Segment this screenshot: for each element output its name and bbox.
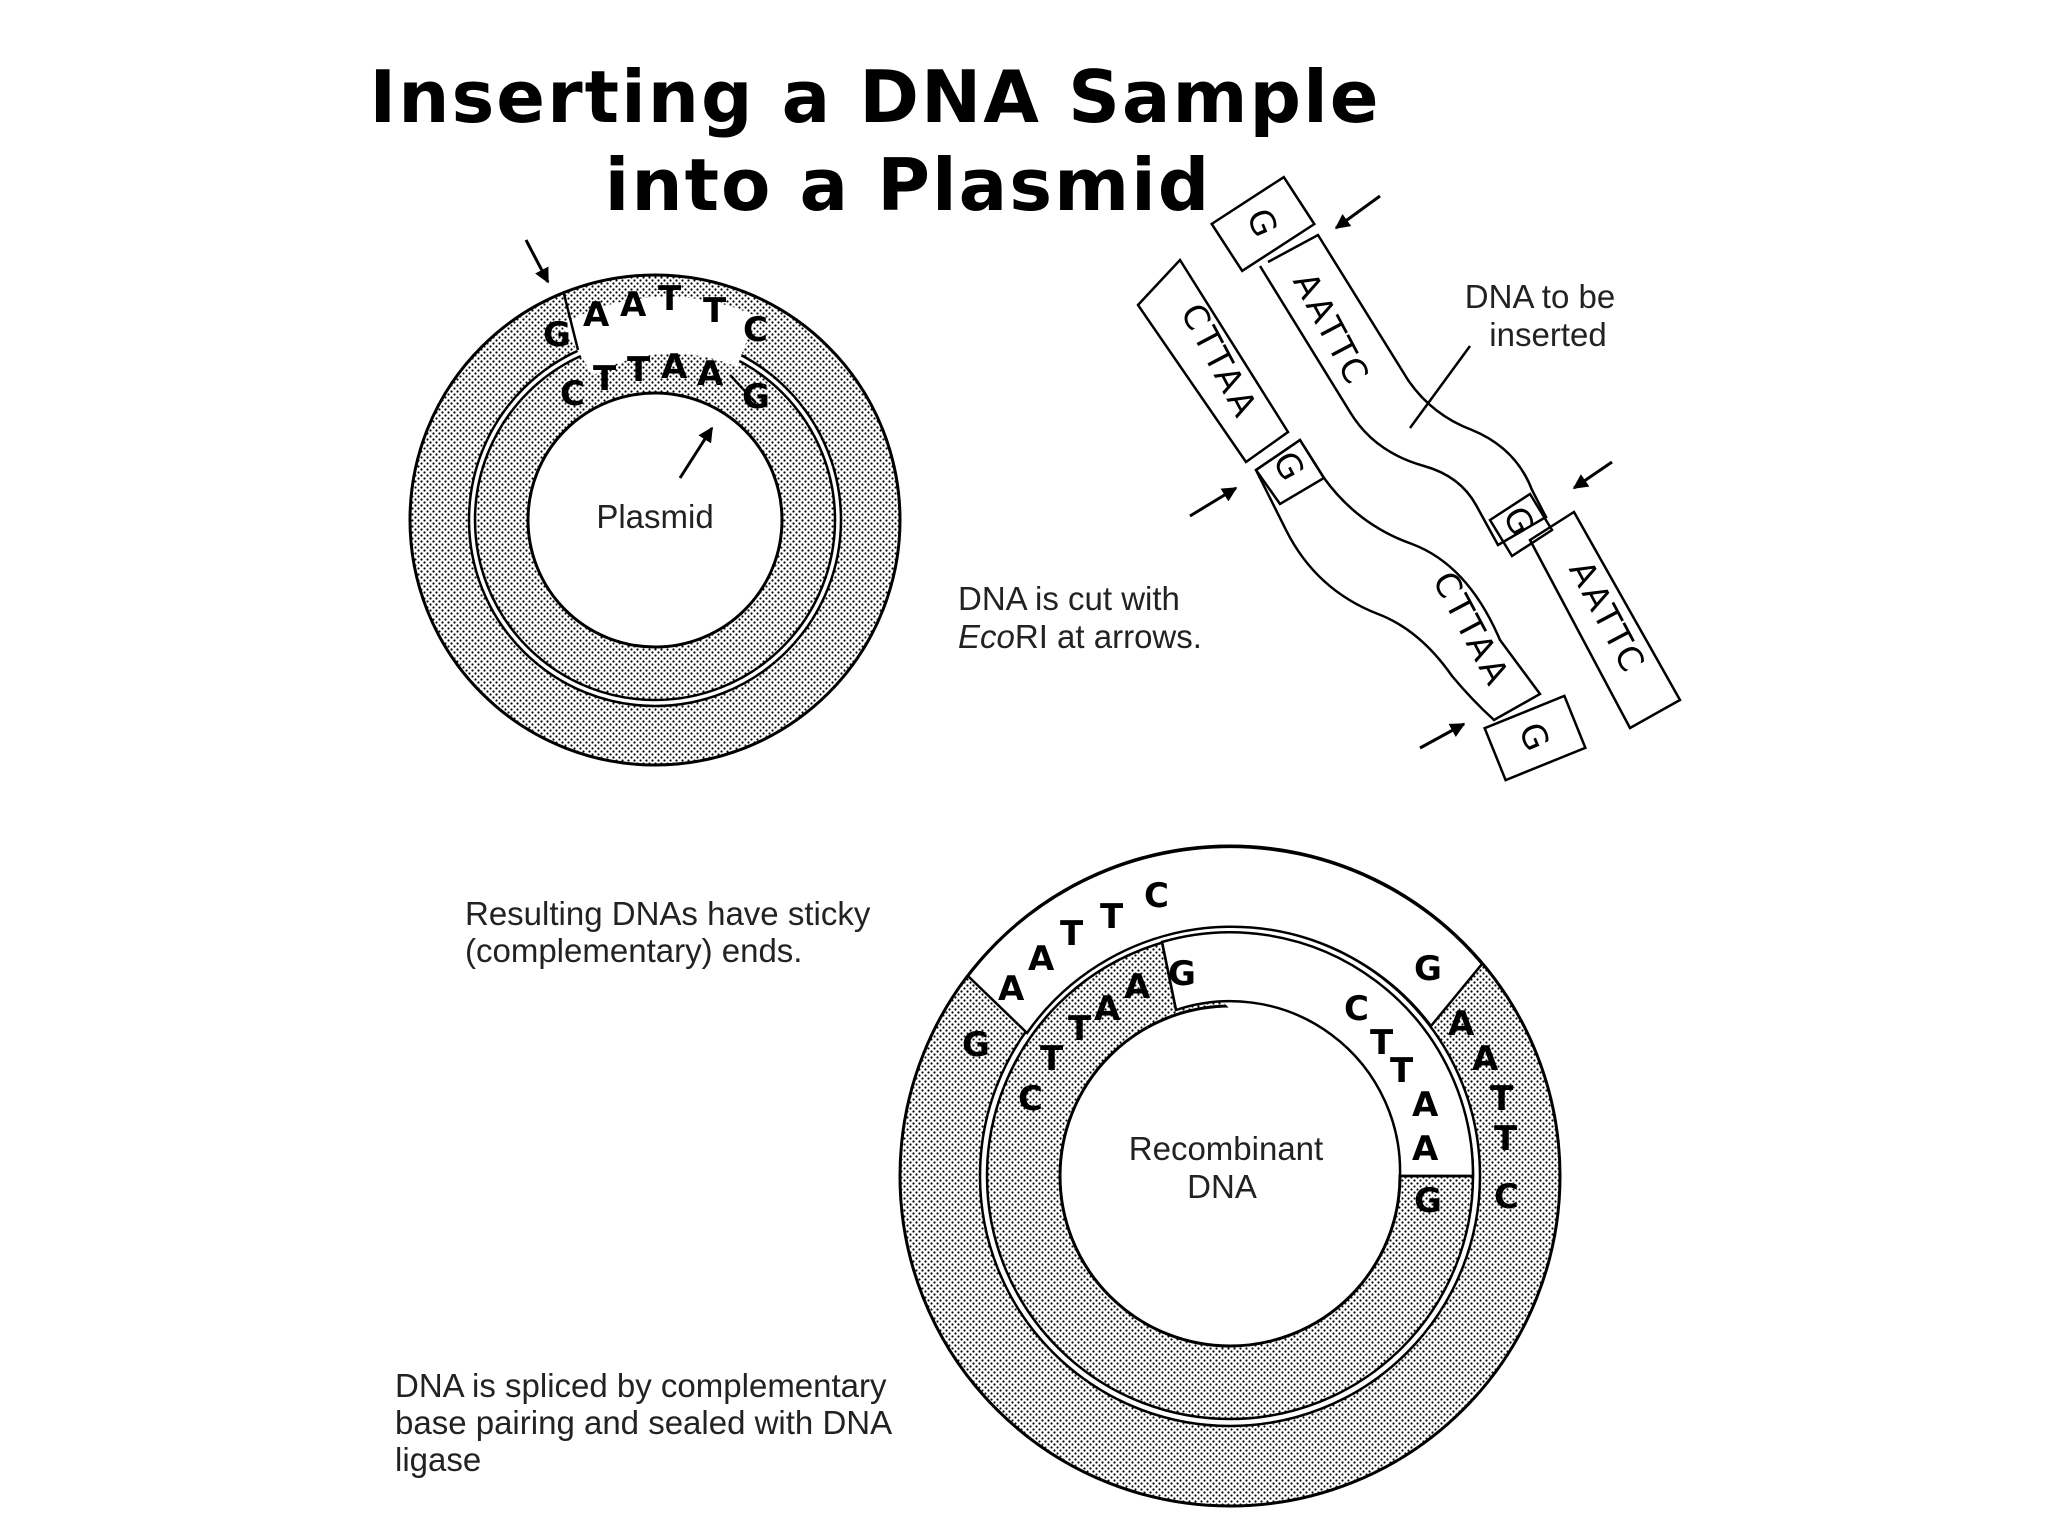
cut-arrow-fragment-right <box>1572 460 1613 490</box>
recombinant-left-inner-bases: C T T A A G <box>1018 954 1196 1119</box>
cut-arrow-fragment-bottom <box>1419 722 1466 750</box>
cut-arrow-plasmid-outer <box>524 239 550 284</box>
svg-text:A: A <box>1124 967 1151 1007</box>
title-line-1: Inserting a DNA Sample <box>369 55 1380 139</box>
plasmid-inner-bases: C T T A A G <box>560 347 770 417</box>
svg-text:A: A <box>1412 1129 1439 1169</box>
cut-caption-line-1: DNA is cut with <box>958 580 1180 617</box>
plasmid-label: Plasmid <box>596 498 713 535</box>
dna-fragment: G AATTC CTTAA G CTTAA G AATTC G <box>1136 175 1682 782</box>
svg-text:T: T <box>1494 1119 1518 1159</box>
sticky-caption-line-1: Resulting DNAs have sticky <box>465 895 871 932</box>
svg-text:T: T <box>1490 1079 1514 1119</box>
dna-insert-label-1: DNA to be <box>1465 278 1615 315</box>
svg-text:A: A <box>583 295 610 335</box>
spliced-caption-line-3: ligase <box>395 1441 481 1478</box>
sticky-caption-line-2: (complementary) ends. <box>465 932 802 969</box>
svg-text:A: A <box>1412 1085 1439 1125</box>
recombinant-right-inner-bases: G A A T T C <box>1414 949 1519 1217</box>
svg-text:C: C <box>1018 1079 1043 1119</box>
svg-text:A: A <box>661 347 688 387</box>
ecori-rest: RI at arrows. <box>1015 618 1202 655</box>
dna-insert-label-2: inserted <box>1489 316 1606 353</box>
svg-text:C: C <box>743 310 768 350</box>
svg-text:A: A <box>998 969 1025 1009</box>
svg-text:C: C <box>1144 876 1169 916</box>
svg-text:T: T <box>593 359 617 399</box>
svg-text:T: T <box>1370 1023 1394 1063</box>
svg-text:A: A <box>1094 989 1121 1029</box>
svg-text:AATTC: AATTC <box>1560 554 1653 681</box>
svg-text:T: T <box>1040 1039 1064 1079</box>
recombinant-ring <box>898 844 1562 1508</box>
plasmid-outer-bases: G A A T T C <box>543 279 768 355</box>
svg-text:A: A <box>1028 939 1055 979</box>
cut-arrow-fragment-left <box>1189 486 1238 518</box>
svg-text:CTTAA: CTTAA <box>1172 297 1266 426</box>
svg-text:G: G <box>1414 1181 1442 1221</box>
svg-text:G: G <box>742 377 770 417</box>
svg-text:A: A <box>620 285 647 325</box>
plasmid-ring <box>408 273 902 767</box>
svg-text:C: C <box>560 374 585 414</box>
svg-text:C: C <box>1344 989 1369 1029</box>
recombinant-label-1: Recombinant <box>1129 1130 1323 1167</box>
svg-text:A: A <box>1472 1039 1499 1079</box>
svg-text:T: T <box>1390 1051 1414 1091</box>
recombinant-right-outer-bases: C T T A A G <box>1344 989 1442 1221</box>
recombinant-label-2: DNA <box>1187 1168 1257 1205</box>
ecori-italic: Eco <box>958 618 1015 655</box>
spliced-caption-line-2: base pairing and sealed with DNA <box>395 1404 892 1441</box>
cut-arrow-fragment-top <box>1334 194 1381 230</box>
svg-text:G: G <box>543 315 571 355</box>
svg-text:C: C <box>1494 1177 1519 1217</box>
svg-text:G: G <box>962 1025 990 1065</box>
svg-text:G: G <box>1414 949 1442 989</box>
svg-text:A: A <box>697 354 724 394</box>
svg-text:T: T <box>1068 1009 1092 1049</box>
svg-text:T: T <box>703 291 727 331</box>
svg-text:T: T <box>658 279 682 319</box>
svg-text:T: T <box>627 350 651 390</box>
spliced-caption-line-1: DNA is spliced by complementary <box>395 1367 887 1404</box>
svg-text:A: A <box>1448 1004 1475 1044</box>
svg-text:T: T <box>1100 897 1124 937</box>
cut-caption-line-2: EcoRI at arrows. <box>958 618 1202 655</box>
cut-arrow-plasmid-inner <box>678 426 714 479</box>
svg-text:CTTAA: CTTAA <box>1424 565 1518 694</box>
svg-text:T: T <box>1060 914 1084 954</box>
recombinant-left-outer-bases: G A A T T C <box>962 876 1169 1065</box>
svg-text:G: G <box>1168 954 1196 994</box>
title-line-2: into a Plasmid <box>605 143 1212 227</box>
